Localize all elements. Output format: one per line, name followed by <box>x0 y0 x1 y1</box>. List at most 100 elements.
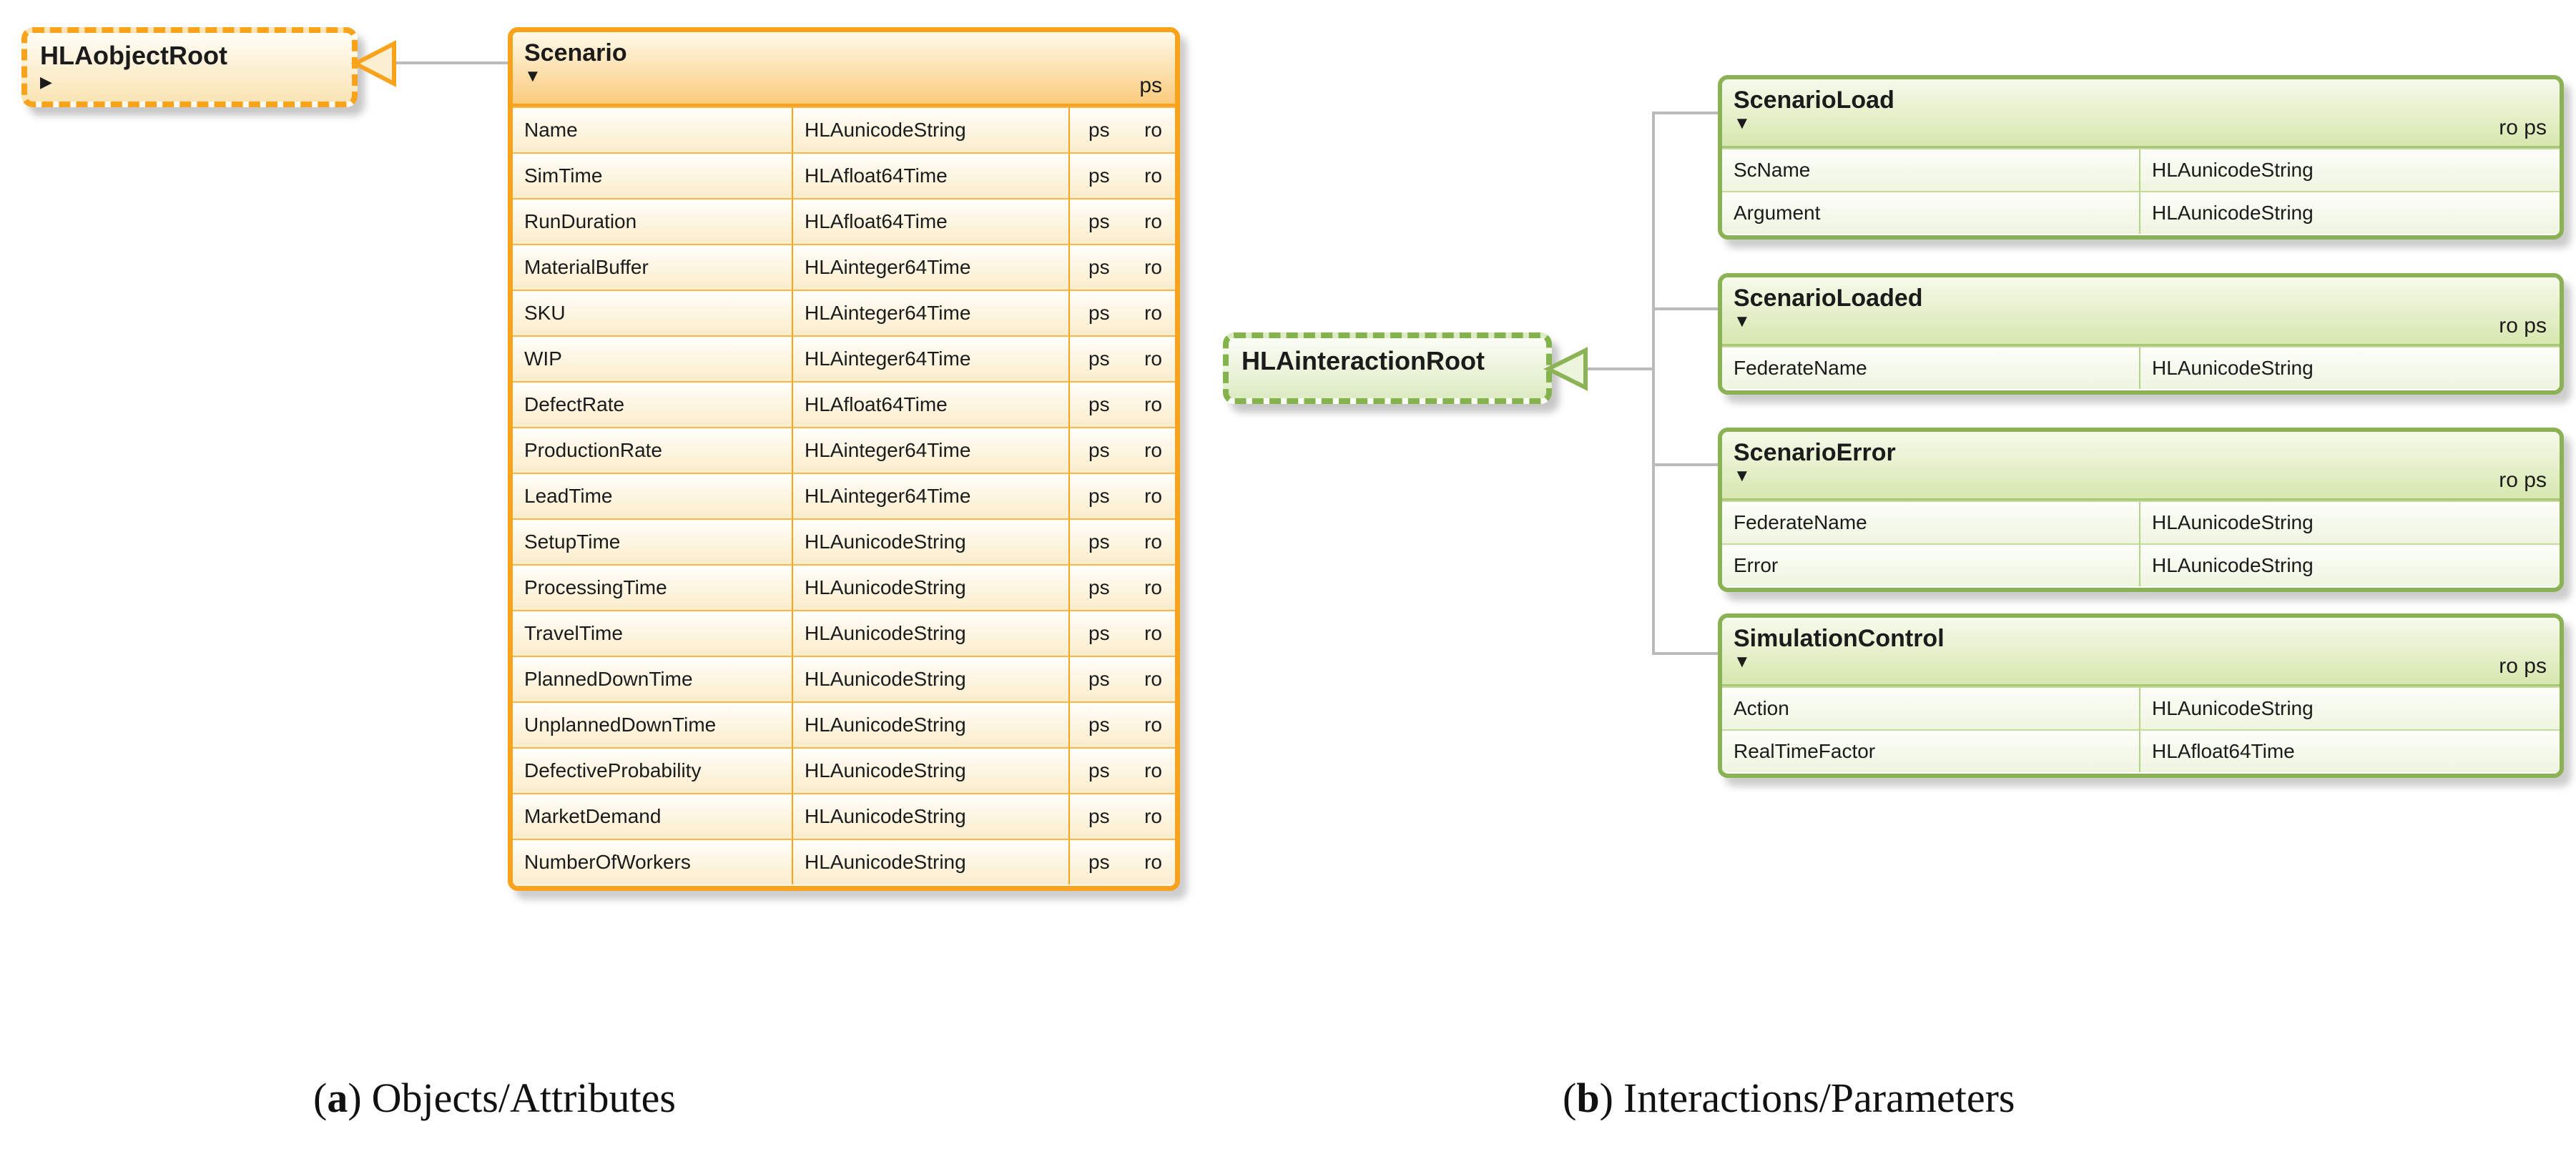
parameter-row: FederateName HLAunicodeString <box>1722 346 2560 389</box>
scenarioloaded-class-table: ScenarioLoaded ▼ ro ps FederateName HLAu… <box>1718 273 2564 395</box>
attribute-name-cell: PlannedDownTime <box>524 668 693 690</box>
class-title: ScenarioLoad <box>1734 87 1894 114</box>
ps-flag: ps <box>1088 393 1110 415</box>
parameter-name-cell: FederateName <box>1734 511 1867 533</box>
caption-a: (a)Objects/Attributes <box>313 1074 676 1122</box>
attribute-name-cell: MarketDemand <box>524 805 662 827</box>
attribute-type-cell: HLAinteger64Time <box>792 474 1068 518</box>
parameter-type-cell: HLAunicodeString <box>2139 347 2560 389</box>
branch-line-scenarioloaded <box>1652 307 1718 310</box>
caption-paren: ) <box>348 1075 362 1121</box>
parameter-rows: Action HLAunicodeString RealTimeFactor H… <box>1722 686 2560 772</box>
ps-flag: ps <box>1088 622 1110 644</box>
parameter-name-cell: FederateName <box>1734 357 1867 379</box>
ro-flag: ro <box>1144 302 1162 324</box>
attribute-flags-cell: ps ro <box>1068 154 1175 198</box>
attribute-type-cell: HLAinteger64Time <box>792 337 1068 381</box>
generalization-line <box>1583 368 1655 370</box>
expand-arrow-icon: ▼ <box>1734 652 1751 671</box>
attribute-name-cell: SimTime <box>524 164 603 187</box>
branch-line-simulationcontrol <box>1652 652 1718 655</box>
parameter-rows: FederateName HLAunicodeString <box>1722 346 2560 389</box>
attribute-name-cell: LeadTime <box>524 485 613 507</box>
attribute-type-cell: HLAunicodeString <box>792 611 1068 656</box>
hla-interaction-root-class: HLAinteractionRoot <box>1223 332 1552 404</box>
attribute-row: DefectiveProbability HLAunicodeString ps… <box>513 747 1175 793</box>
attribute-name-cell: UnplannedDownTime <box>524 714 717 736</box>
ro-flag: ro <box>1144 347 1162 370</box>
ps-flag: ps <box>1088 805 1110 827</box>
attribute-type-cell: HLAinteger64Time <box>792 291 1068 335</box>
ps-flag: ps <box>1088 164 1110 187</box>
class-title: Scenario <box>524 39 627 66</box>
ro-flag: ro <box>1144 485 1162 507</box>
parameter-row: FederateName HLAunicodeString <box>1722 500 2560 543</box>
attribute-type-cell: HLAinteger64Time <box>792 428 1068 473</box>
parameter-type-cell: HLAunicodeString <box>2139 545 2560 586</box>
parameter-row: RealTimeFactor HLAfloat64Time <box>1722 729 2560 772</box>
parameter-row: Action HLAunicodeString <box>1722 686 2560 729</box>
table-header: SimulationControl ▼ ro ps <box>1722 618 2560 686</box>
attribute-name-cell: Name <box>524 119 578 141</box>
attribute-flags-cell: ps ro <box>1068 108 1175 152</box>
parameter-type-cell: HLAunicodeString <box>2139 688 2560 729</box>
ro-flag: ro <box>1144 119 1162 141</box>
ro-flag: ro <box>1144 210 1162 232</box>
parameter-row: ScName HLAunicodeString <box>1722 148 2560 191</box>
ps-flag: ps <box>1088 119 1110 141</box>
attribute-type-cell: HLAunicodeString <box>792 108 1068 152</box>
ps-flag: ps <box>1088 576 1110 598</box>
ro-flag: ro <box>1144 851 1162 873</box>
class-title: ScenarioError <box>1734 439 1896 466</box>
sharing-flag: ro ps <box>2499 468 2547 492</box>
caption-b: (b)Interactions/Parameters <box>1563 1074 2015 1122</box>
class-title: ScenarioLoaded <box>1734 285 1923 312</box>
attribute-rows: Name HLAunicodeString ps ro SimTime HLAfl… <box>513 107 1175 884</box>
attribute-type-cell: HLAunicodeString <box>792 520 1068 564</box>
parameter-type-cell: HLAfloat64Time <box>2139 731 2560 772</box>
caption-paren: ( <box>1563 1075 1577 1121</box>
hla-object-root-class: HLAobjectRoot ▶ <box>21 27 358 107</box>
expand-arrow-icon: ▼ <box>524 66 541 86</box>
attribute-type-cell: HLAinteger64Time <box>792 245 1068 290</box>
attribute-row: SimTime HLAfloat64Time ps ro <box>513 152 1175 198</box>
expand-arrow-icon: ▼ <box>1734 114 1751 133</box>
caption-paren: ( <box>313 1075 328 1121</box>
parameter-row: Argument HLAunicodeString <box>1722 191 2560 234</box>
attribute-name-cell: SetupTime <box>524 531 621 553</box>
ro-flag: ro <box>1144 759 1162 781</box>
generalization-line <box>392 61 511 64</box>
parameter-type-cell: HLAunicodeString <box>2139 192 2560 234</box>
scenario-class-table: Scenario ▼ ps Name HLAunicodeString ps ro… <box>508 27 1180 891</box>
ro-flag: ro <box>1144 164 1162 187</box>
attribute-type-cell: HLAfloat64Time <box>792 154 1068 198</box>
class-title: SimulationControl <box>1734 625 1945 652</box>
ps-flag: ps <box>1088 714 1110 736</box>
attribute-type-cell: HLAunicodeString <box>792 840 1068 884</box>
branch-line-scenarioload <box>1652 112 1718 114</box>
attribute-name-cell: DefectiveProbability <box>524 759 702 781</box>
simulationcontrol-class-table: SimulationControl ▼ ro ps Action HLAunic… <box>1718 613 2564 778</box>
attribute-type-cell: HLAunicodeString <box>792 566 1068 610</box>
caption-text: Objects/Attributes <box>371 1075 676 1121</box>
attribute-type-cell: HLAunicodeString <box>792 794 1068 839</box>
ro-flag: ro <box>1144 576 1162 598</box>
ps-flag: ps <box>1088 531 1110 553</box>
ro-flag: ro <box>1144 439 1162 461</box>
